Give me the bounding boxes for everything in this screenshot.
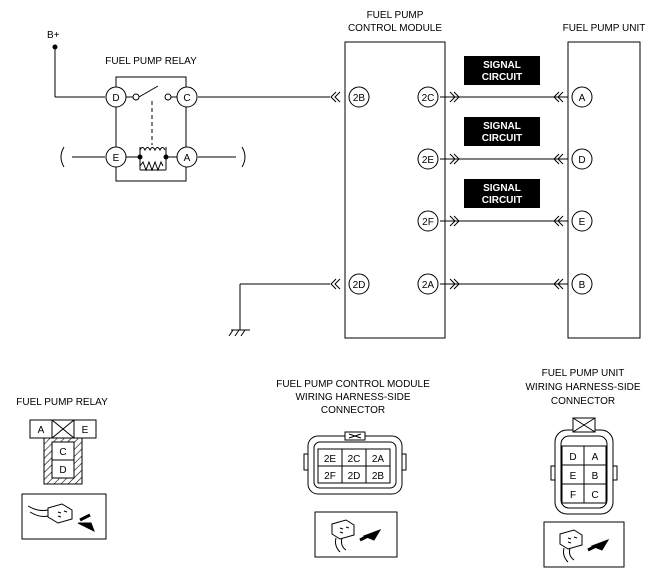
relay-terminal-d-label: D xyxy=(112,93,119,104)
module-pin-2f-label: 2F xyxy=(422,217,434,228)
relay-terminal-e-label: E xyxy=(113,153,120,164)
signal-circuit-box-3 xyxy=(464,179,540,208)
wire-break-left xyxy=(60,146,65,168)
module-title-line1: FUEL PUMP xyxy=(367,10,424,21)
module-conn-cell-2f: 2F xyxy=(324,471,336,482)
control-module-body xyxy=(344,41,446,339)
signal-label-3-line1: SIGNAL xyxy=(483,183,521,194)
signal-circuit-box-2 xyxy=(464,117,540,146)
module-conn-cell-2e: 2E xyxy=(324,454,337,465)
signal-circuit-box-1 xyxy=(464,56,540,85)
module-pin-2a-label: 2A xyxy=(422,280,435,291)
pump-connector-title-line3: CONNECTOR xyxy=(551,396,615,407)
module-title-line2: CONTROL MODULE xyxy=(348,23,442,34)
connector-mark-2b xyxy=(330,91,341,103)
pump-conn-cell-f: F xyxy=(570,490,576,501)
module-pin-2d-label: 2D xyxy=(353,280,366,291)
relay-terminal-a-label: A xyxy=(184,153,191,164)
signal-label-1-line2: CIRCUIT xyxy=(482,72,523,83)
module-pin-2b xyxy=(348,86,370,108)
module-view-direction-icon xyxy=(314,511,398,558)
module-connector-title-line1: FUEL PUMP CONTROL MODULE xyxy=(276,379,430,390)
relay-resistor xyxy=(139,160,164,172)
module-pin-2c xyxy=(417,86,439,108)
pump-connector-title-line1: FUEL PUMP UNIT xyxy=(542,368,625,379)
module-conn-cell-2c: 2C xyxy=(348,454,361,465)
pump-pin-a xyxy=(571,86,593,108)
signal-label-1-line1: SIGNAL xyxy=(483,60,521,71)
pump-pin-a-label: A xyxy=(579,93,586,104)
relay-terminal-c-label: C xyxy=(183,93,190,104)
b-plus-label: B+ xyxy=(47,30,60,41)
pump-view-direction-icon xyxy=(543,521,625,568)
relay-switch-blade xyxy=(138,85,159,98)
module-connector-title-line2: WIRING HARNESS-SIDE xyxy=(295,392,410,403)
pump-pin-b xyxy=(571,273,593,295)
module-pin-2e-label: 2E xyxy=(422,155,435,166)
relay-conn-cell-a: A xyxy=(38,425,45,436)
pump-pin-b-label: B xyxy=(579,280,586,291)
pump-unit-title: FUEL PUMP UNIT xyxy=(563,23,646,34)
wire-break-right xyxy=(241,146,246,168)
relay-terminal-c xyxy=(176,86,198,108)
pump-conn-cell-a: A xyxy=(592,452,599,463)
pump-conn-cell-c: C xyxy=(591,490,598,501)
relay-terminal-d xyxy=(105,86,127,108)
pump-conn-cell-d: D xyxy=(569,452,576,463)
pump-conn-cell-b: B xyxy=(592,471,599,482)
module-pin-2a xyxy=(417,273,439,295)
pump-conn-cell-e: E xyxy=(570,471,577,482)
relay-switch-contact-left xyxy=(132,93,140,101)
module-pin-2d xyxy=(348,273,370,295)
pump-pin-e-label: E xyxy=(579,217,586,228)
module-conn-cell-2d: 2D xyxy=(348,471,361,482)
module-pin-2f xyxy=(417,210,439,232)
relay-conn-cell-e: E xyxy=(82,425,89,436)
module-pin-2b-label: 2B xyxy=(353,93,366,104)
pump-pin-d xyxy=(571,148,593,170)
relay-conn-cell-d: D xyxy=(59,465,66,476)
module-connector-title-line3: CONNECTOR xyxy=(321,405,385,416)
relay-conn-cell-c: C xyxy=(59,447,66,458)
module-pin-2e xyxy=(417,148,439,170)
relay-terminal-a xyxy=(176,146,198,168)
pump-connector-title-line2: WIRING HARNESS-SIDE xyxy=(525,382,640,393)
signal-label-3-line2: CIRCUIT xyxy=(482,195,523,206)
relay-coil xyxy=(139,147,166,152)
fuel-pump-unit-body xyxy=(567,41,641,339)
pump-pin-e xyxy=(571,210,593,232)
relay-terminal-e xyxy=(105,146,127,168)
relay-title: FUEL PUMP RELAY xyxy=(105,56,197,67)
signal-label-2-line1: SIGNAL xyxy=(483,121,521,132)
module-pin-2c-label: 2C xyxy=(422,93,435,104)
relay-connector-title: FUEL PUMP RELAY xyxy=(16,397,108,408)
relay-body xyxy=(115,76,187,182)
module-conn-cell-2a: 2A xyxy=(372,454,385,465)
relay-switch-contact-right xyxy=(164,93,172,101)
pump-pin-d-label: D xyxy=(578,155,585,166)
relay-view-direction-icon xyxy=(21,493,107,540)
signal-label-2-line2: CIRCUIT xyxy=(482,133,523,144)
module-conn-cell-2b: 2B xyxy=(372,471,385,482)
